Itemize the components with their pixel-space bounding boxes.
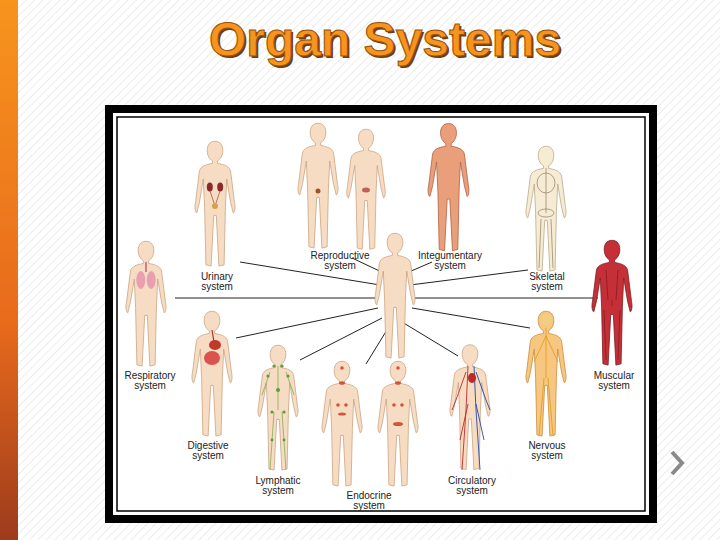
gland [400, 403, 404, 407]
gland [392, 403, 396, 407]
body-figure [258, 345, 298, 470]
gland [344, 403, 348, 407]
slide-title: Organ Systems [135, 10, 635, 70]
system-label: Circulatory system [440, 476, 504, 496]
urinary-organs [207, 183, 223, 210]
body-figure [322, 361, 362, 486]
system-label: Integumentary system [418, 251, 482, 271]
system-label: Urinary system [185, 272, 249, 292]
heart [468, 373, 476, 383]
artery [452, 366, 468, 470]
muscle-line [604, 270, 620, 360]
picture-frame [105, 105, 657, 523]
brain [541, 315, 552, 326]
muscle-lines [604, 270, 620, 360]
gland [395, 381, 401, 385]
side-stripe [0, 0, 18, 540]
ureter [210, 191, 220, 203]
bladder [212, 203, 218, 209]
lymph-nodes [262, 364, 294, 470]
system-label: Lymphatic system [246, 476, 310, 496]
picture-border [117, 117, 645, 511]
blood-vessels [452, 366, 490, 470]
intestine [204, 351, 220, 365]
gland [339, 381, 345, 385]
lymph-node [270, 410, 273, 413]
trachea [145, 262, 147, 272]
leader-line [300, 318, 382, 360]
respiratory-organs [136, 262, 155, 289]
lymph-node [266, 374, 269, 377]
leader-line [412, 308, 530, 328]
ribcage [537, 173, 555, 193]
gland [336, 403, 340, 407]
body-figure [592, 240, 632, 365]
system-label: Skeletal system [515, 272, 579, 292]
body-figure [526, 311, 566, 436]
reproductive-organ [362, 188, 370, 193]
spine [546, 168, 547, 213]
body-figure [347, 129, 386, 249]
gland [340, 366, 344, 370]
leader-line [402, 322, 458, 356]
system-label: Respiratory system [118, 371, 182, 391]
body-figure [195, 141, 235, 266]
nerve [534, 328, 558, 436]
body-figure [450, 345, 490, 470]
leader-line [236, 308, 378, 338]
skeleton-lines [537, 168, 555, 268]
lung [136, 271, 145, 289]
gland [396, 366, 400, 370]
system-label: Muscular system [582, 371, 646, 391]
reproductive-organ [316, 189, 321, 194]
body-figure [428, 124, 469, 251]
stomach [209, 340, 221, 350]
body-figure [192, 311, 232, 436]
body-figure [375, 233, 415, 358]
pelvis [538, 209, 554, 217]
leader-line [240, 262, 380, 285]
leader-line [175, 298, 376, 299]
body-figure [378, 361, 418, 486]
system-label: Digestive system [176, 441, 240, 461]
lymph-node [282, 410, 285, 413]
lymph-node [286, 374, 289, 377]
system-label: Endocrine system [337, 491, 401, 511]
endocrine-glands [336, 366, 404, 426]
leader-line [414, 298, 598, 299]
kidney [217, 183, 223, 192]
gland [393, 422, 403, 426]
lymph-node [272, 364, 275, 367]
lymph-node [283, 439, 286, 442]
lymph-vessel [262, 366, 294, 470]
next-chevron [672, 452, 682, 474]
leader-line [410, 270, 528, 285]
lymph-node [271, 439, 274, 442]
body-figure [298, 123, 338, 248]
gland [338, 412, 346, 415]
kidney [207, 183, 213, 192]
body-figure [526, 146, 566, 271]
vein [474, 366, 490, 470]
system-label: Nervous system [515, 441, 579, 461]
picture-mat [113, 113, 649, 515]
body-figure [126, 241, 166, 366]
leg-bones [539, 219, 553, 268]
lung [147, 271, 156, 289]
digestive-organs [204, 330, 221, 365]
lymph-node [280, 364, 283, 367]
system-label: Reproductive system [308, 251, 372, 271]
lymph-node [276, 388, 280, 392]
nervous-organs [534, 315, 558, 437]
